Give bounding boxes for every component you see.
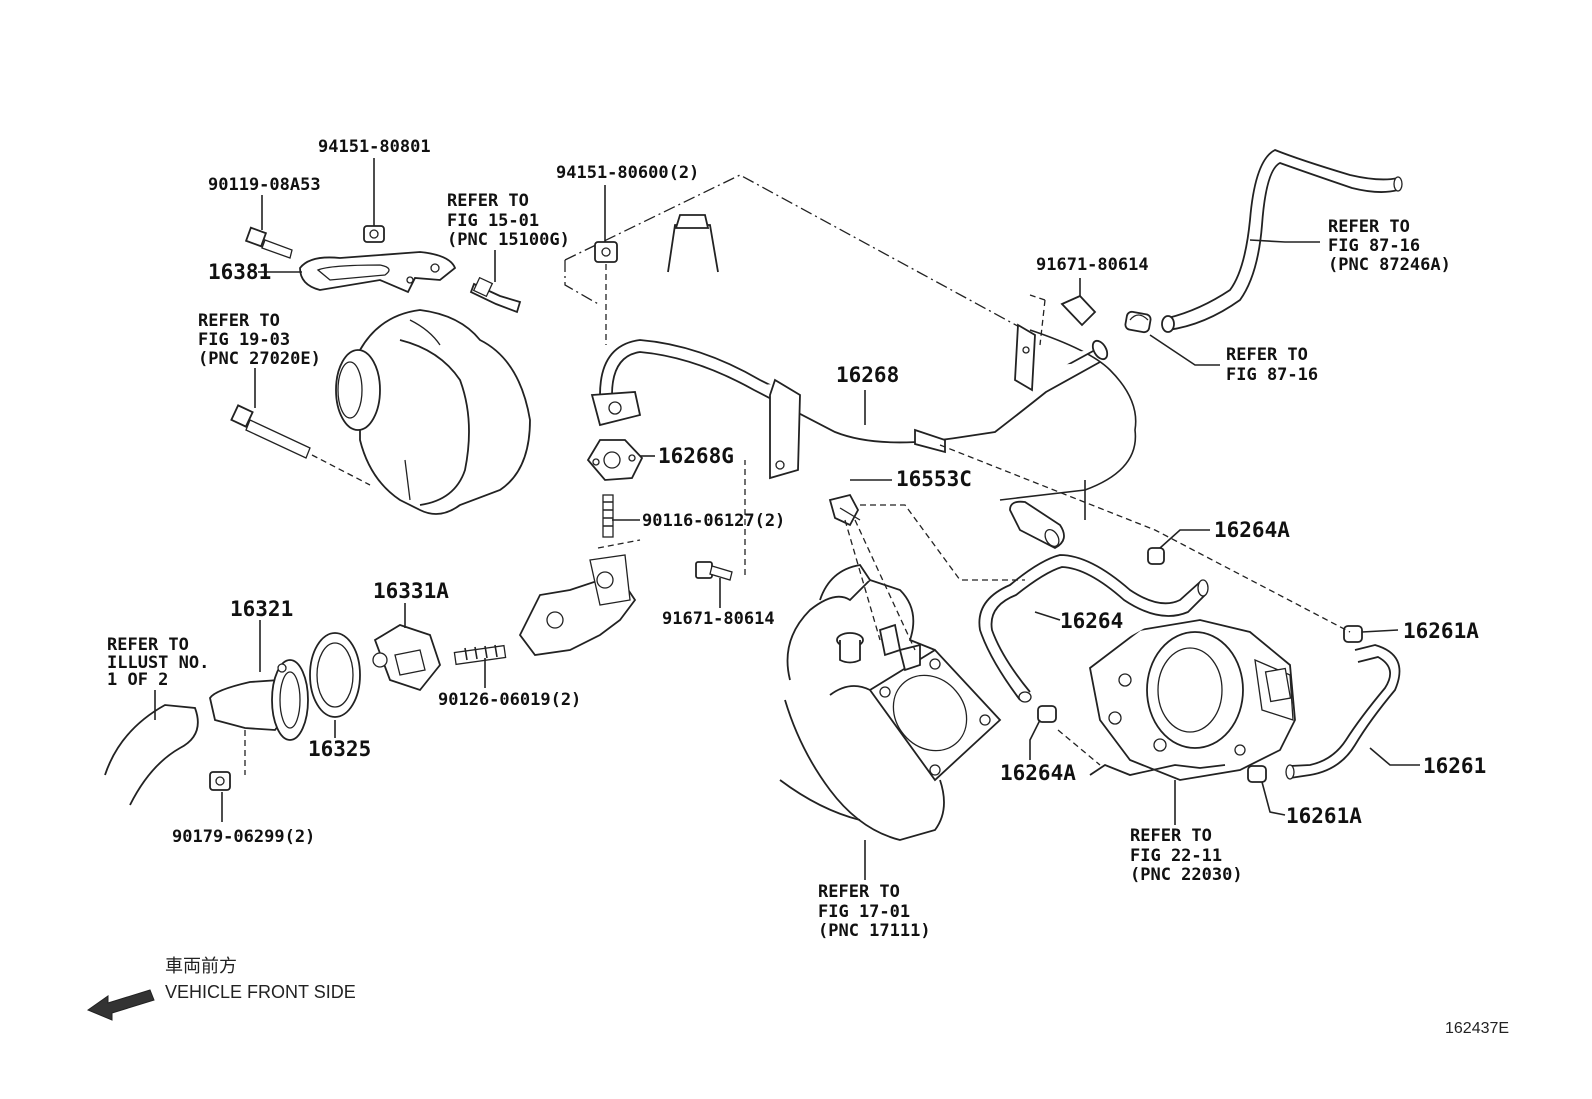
clamp-fig-87-16 [1124,310,1152,334]
label-91671-80614-middle: 91671-80614 [662,609,775,629]
alternator [335,309,531,515]
nut-94151-80600 [594,241,618,345]
label-16264A-top: 16264A [1214,518,1290,542]
label-16553C: 16553C [896,467,972,491]
label-16264: 16264 [1060,609,1123,633]
label-16268G: 16268G [658,444,734,468]
hose-87246A [1161,149,1403,333]
engine-outline [564,174,1137,520]
label-refer-illust-line2: ILLUST NO. [107,653,209,673]
label-16264A-bottom: 16264A [1000,761,1076,785]
water-inlet-16321 [209,659,309,741]
label-refer-fig1701-line3: (PNC 17111) [818,921,931,941]
label-16381: 16381 [208,260,271,284]
stud-90116-06127 [602,494,614,538]
bolt-91671-80614-upper [1029,294,1097,346]
clamp-16264A-bottom [1037,705,1057,723]
label-90126-06019: 90126-06019(2) [438,690,581,710]
label-refer-fig8716a-line2: FIG 87-16 [1328,236,1420,256]
label-refer-fig19-line2: FIG 19-03 [198,330,290,350]
label-refer-fig2211-line1: REFER TO [1130,826,1212,846]
front-arrow-icon [86,989,155,1021]
intake-manifold [779,564,1002,841]
label-refer-illust-line1: REFER TO [107,635,189,655]
label-16261A-top: 16261A [1403,619,1479,643]
leader-lines [154,158,1420,880]
label-refer-fig8716a-line3: (PNC 87246A) [1328,255,1451,275]
bolt-90119-08A53 [244,226,293,259]
clip-16553C [828,493,861,527]
label-16325: 16325 [308,737,371,761]
stud-90126-06019 [453,644,507,666]
label-refer-fig2211-line3: (PNC 22030) [1130,865,1243,885]
label-refer-fig8716b-line2: FIG 87-16 [1226,365,1318,385]
bolt-91671-80614-middle [695,460,746,581]
label-refer-fig15-line2: FIG 15-01 [447,211,539,231]
nut-90179-06299 [209,730,246,791]
clamp-16261A-bottom [1247,765,1267,783]
vehicle-front-japanese: 車両前方 [165,956,237,976]
gasket-16268G [586,439,644,481]
oil-filler-cap [667,214,719,273]
bracket-16381 [299,251,457,294]
label-refer-fig1701-line2: FIG 17-01 [818,902,910,922]
label-16321: 16321 [230,597,293,621]
gasket-16325 [309,632,361,718]
water-outlet-housing [518,539,641,656]
stud-15100G [469,276,522,314]
dashed-leaders [844,444,1351,766]
label-90179-06299: 90179-06299(2) [172,827,315,847]
pipe-stub [1009,500,1065,550]
label-90116-06127: 90116-06127(2) [642,511,785,531]
callout-labels: 94151-80801 90119-08A53 16381 REFER TO F… [107,137,1486,941]
label-refer-fig15-line1: REFER TO [447,191,529,211]
label-94151-80801: 94151-80801 [318,137,431,157]
clamp-16261A-top [1343,625,1363,643]
label-refer-fig2211-line2: FIG 22-11 [1130,846,1222,866]
vehicle-front-indicator: 車両前方 VEHICLE FRONT SIDE [86,956,356,1021]
nut-94151-80801 [363,225,385,243]
label-refer-fig15-line3: (PNC 15100G) [447,230,570,250]
water-pipe-16268 [590,323,1109,480]
label-16261A-bottom: 16261A [1286,804,1362,828]
vehicle-front-english: VEHICLE FRONT SIDE [165,982,356,1002]
hose-16264 [978,554,1209,703]
label-16261: 16261 [1423,754,1486,778]
label-refer-fig1701-line1: REFER TO [818,882,900,902]
label-90119-08A53: 90119-08A53 [208,175,321,195]
label-94151-80600: 94151-80600(2) [556,163,699,183]
label-refer-fig8716a-line1: REFER TO [1328,217,1410,237]
label-refer-illust-line3: 1 OF 2 [107,670,168,690]
label-16331A: 16331A [373,579,449,603]
throttle-body [1089,619,1296,781]
figure-id: 162437E [1445,1020,1509,1037]
label-16268: 16268 [836,363,899,387]
label-91671-80614-upper: 91671-80614 [1036,255,1149,275]
clamp-16264A-top [1147,547,1165,565]
label-refer-fig8716b-line1: REFER TO [1226,345,1308,365]
hose-illust-no-1 [104,704,199,806]
thermostat-16331A [372,624,442,692]
label-refer-fig19-line1: REFER TO [198,311,280,331]
hose-16261 [1285,644,1401,780]
bolt-27020E [230,404,371,486]
label-refer-fig19-line3: (PNC 27020E) [198,349,321,369]
